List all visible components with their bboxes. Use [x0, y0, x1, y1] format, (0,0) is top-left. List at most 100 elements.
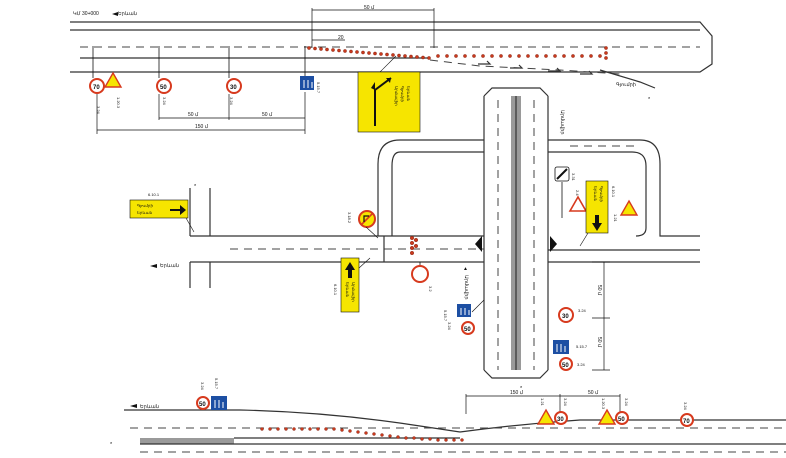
- right-speed-signs: 30 3.24 5.15.7 50 3.24: [553, 307, 588, 371]
- top-lane-arrows: [478, 60, 594, 75]
- code-right-2: 2.4: [575, 190, 580, 196]
- code-right-lane: 5.15.7: [576, 344, 588, 349]
- code-center: 6.10.1: [333, 284, 338, 296]
- diag-sign-line-1: Արմավիր: [394, 86, 399, 106]
- warning-sign-icon-right: [619, 199, 639, 216]
- direction-armavir-label-2: Արմավիր: [463, 275, 469, 300]
- direction-top-label: Երևան: [118, 11, 137, 17]
- code-bottom-5: 1.20.3: [601, 398, 606, 410]
- speed-limit-sign-50: [156, 78, 172, 94]
- bottom-highway: Երևան *: [110, 404, 786, 453]
- code-bottom-3: 1.21: [540, 398, 545, 407]
- overpass-road: Արմավիր Արմավիր *: [463, 87, 565, 392]
- center-sign-line-2: Երևան: [345, 282, 350, 298]
- code-bottom-6: 3.24: [624, 398, 629, 407]
- warning-sign-icon: [103, 71, 123, 88]
- dim-v50-b: 50 մ: [596, 337, 602, 348]
- dim-150-top: 150 մ: [195, 124, 209, 130]
- crossroad-cones: [410, 235, 419, 255]
- left-sign-line-2: Երևան: [137, 210, 153, 215]
- bottom-grey-lane: [140, 438, 234, 444]
- direction-exit-label: Գյումրի: [616, 82, 636, 88]
- top-highway-exit-ramp: [599, 69, 656, 89]
- top-sign-group: 70 3.24 1.20.3 50 3.24 30 3.24 5.15.7: [89, 46, 321, 115]
- dim-50-a: 50 մ: [188, 112, 199, 118]
- diagonal-direction-sign: Արմավիր Գյումրի Երևան: [357, 55, 421, 133]
- code-bottom-2: 5.15.7: [214, 378, 219, 390]
- right-sign-board: [585, 180, 609, 234]
- dim-v50-a: 50 մ: [596, 285, 602, 296]
- speed-value-50-c: 50: [562, 363, 569, 369]
- code-top-3: 3.24: [162, 97, 167, 106]
- code-top-4: 3.24: [229, 97, 234, 106]
- bottom-right-signs: 1.21 30 3.24 1.20.3 50 3.24 70 3.24: [536, 398, 694, 427]
- speed-limit-sign-50-b: [461, 321, 475, 335]
- speed-value-70-b: 70: [683, 419, 690, 425]
- code-overpass-2: 3.24: [447, 322, 452, 331]
- direction-bottom-label: Երևան: [140, 404, 159, 410]
- code-right-4: 1.21: [613, 214, 618, 223]
- speed-limit-sign-50-c: [559, 357, 573, 371]
- top-cone-row: [307, 46, 608, 60]
- bottom-cone-row: [260, 427, 464, 442]
- no-entry-sign: 3.2: [411, 262, 433, 292]
- speed-limit-sign-70: [89, 78, 105, 94]
- warning-sign-icon-bottom-1: [536, 408, 556, 425]
- speed-limit-sign-50-d: [196, 396, 210, 410]
- direction-arrow-up: ▲: [463, 266, 468, 272]
- no-entry-sign-icon: [411, 265, 429, 283]
- code-right-speed-2: 3.24: [577, 362, 586, 367]
- star-marker-bottom: *: [520, 386, 523, 392]
- left-direction-sign: Գյումրի Երևան 6.10.1: [129, 192, 195, 233]
- overpass-left-signs: 5.15.7 50 3.24: [443, 299, 485, 335]
- top-dimension-50: 50 մ 20: [311, 5, 435, 48]
- bottom-left-signs: 50 3.24 5.15.7: [196, 378, 227, 410]
- center-direction-sign: Արմավիր Երևան 6.10.1: [333, 257, 371, 313]
- right-sign-line-2: Երևան: [593, 186, 598, 202]
- code-top-1: 3.24: [96, 106, 101, 115]
- code-top-2: 1.20.3: [116, 97, 121, 109]
- speed-value-30-top: 30: [230, 85, 237, 91]
- speed-limit-sign-30-c: [554, 411, 568, 425]
- code-no-turn: 3.18.2: [347, 212, 352, 224]
- speed-value-50-top: 50: [160, 85, 167, 91]
- center-sign-board: [340, 257, 360, 313]
- speed-limit-sign-30: [226, 78, 242, 94]
- dim-top-20: 20: [338, 35, 344, 41]
- code-right-3: 6.10.1: [611, 186, 616, 198]
- speed-value-50-e: 50: [618, 417, 625, 423]
- chainage-label: ԿՄ 30+000: [73, 11, 99, 17]
- dim-50-bottom: 50 մ: [588, 390, 599, 396]
- direction-lower-label: Երևան: [160, 263, 179, 269]
- left-sign-board: [129, 199, 189, 219]
- speed-limit-sign-70-b: [680, 413, 694, 427]
- dim-150-bottom: 150 մ: [510, 390, 524, 396]
- speed-value-30-b: 30: [562, 314, 569, 320]
- right-sign-arrow-icon: [592, 215, 602, 231]
- star-marker-left: *: [194, 184, 197, 190]
- star-marker-top: *: [648, 97, 651, 103]
- star-marker-bottom-left: *: [110, 442, 113, 448]
- right-vertical-dimension: 50 մ 50 մ: [592, 261, 610, 371]
- right-sign-line-1: Գյումրի: [599, 186, 604, 202]
- left-sign-arrow-icon: [170, 205, 186, 215]
- direction-armavir-label: Արմավիր: [559, 110, 565, 135]
- top-highway: ԿՄ 30+000 Երևան Գյումրի *: [70, 11, 713, 103]
- speed-value-50-d: 50: [199, 402, 206, 408]
- speed-limit-sign-50-e: [615, 411, 629, 425]
- top-highway-outline: [70, 21, 713, 73]
- code-bottom-4: 3.24: [563, 398, 568, 407]
- top-dimension-chain: 150 մ 50 մ 50 մ: [96, 92, 306, 134]
- cross-road: Երևան *: [150, 184, 700, 288]
- code-right-speed-1: 3.24: [578, 308, 587, 313]
- left-sign-line-1: Գյումրի: [137, 203, 153, 208]
- code-overpass-1: 5.15.7: [443, 310, 448, 322]
- code-right-1: 3.31: [571, 173, 576, 182]
- right-upper-signs: 3.31 2.4 Գյումրի Երևան 6.10.1 1.21: [554, 166, 639, 247]
- code-bottom-1: 3.24: [200, 382, 205, 391]
- diagonal-sign-board: [357, 71, 421, 133]
- center-sign-line-1: Արմավիր: [351, 282, 356, 302]
- speed-limit-sign-30-b: [558, 307, 574, 323]
- warning-sign-icon-bottom-2: [597, 408, 617, 425]
